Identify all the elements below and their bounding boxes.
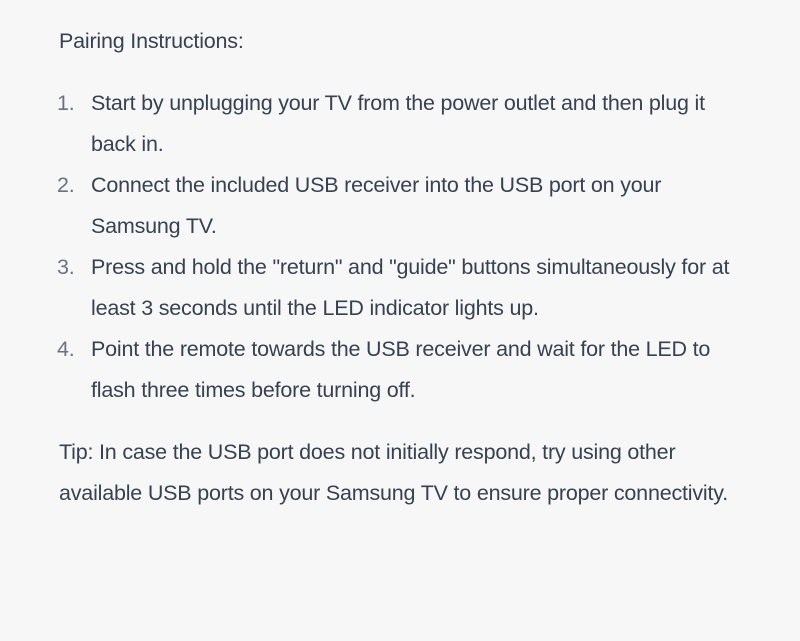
list-item-step-3: 3. Press and hold the "return" and "guid… (57, 247, 731, 329)
step-text: Connect the included USB receiver into t… (91, 173, 662, 238)
step-number: 3. (57, 255, 75, 279)
steps-list: 1. Start by unplugging your TV from the … (57, 83, 759, 411)
list-item-step-1: 1. Start by unplugging your TV from the … (57, 83, 731, 165)
step-number: 4. (57, 337, 75, 361)
message-content: Pairing Instructions: 1. Start by unplug… (57, 21, 759, 514)
list-item-step-4: 4. Point the remote towards the USB rece… (57, 329, 731, 411)
step-text: Press and hold the "return" and "guide" … (91, 255, 730, 320)
tip-paragraph: Tip: In case the USB port does not initi… (59, 440, 728, 505)
step-number: 1. (57, 91, 75, 115)
list-item-step-2: 2. Connect the included USB receiver int… (57, 165, 731, 247)
step-text: Point the remote towards the USB receive… (91, 337, 711, 402)
step-text: Start by unplugging your TV from the pow… (91, 91, 705, 156)
pairing-instructions-heading: Pairing Instructions: (59, 29, 244, 53)
step-number: 2. (57, 173, 75, 197)
